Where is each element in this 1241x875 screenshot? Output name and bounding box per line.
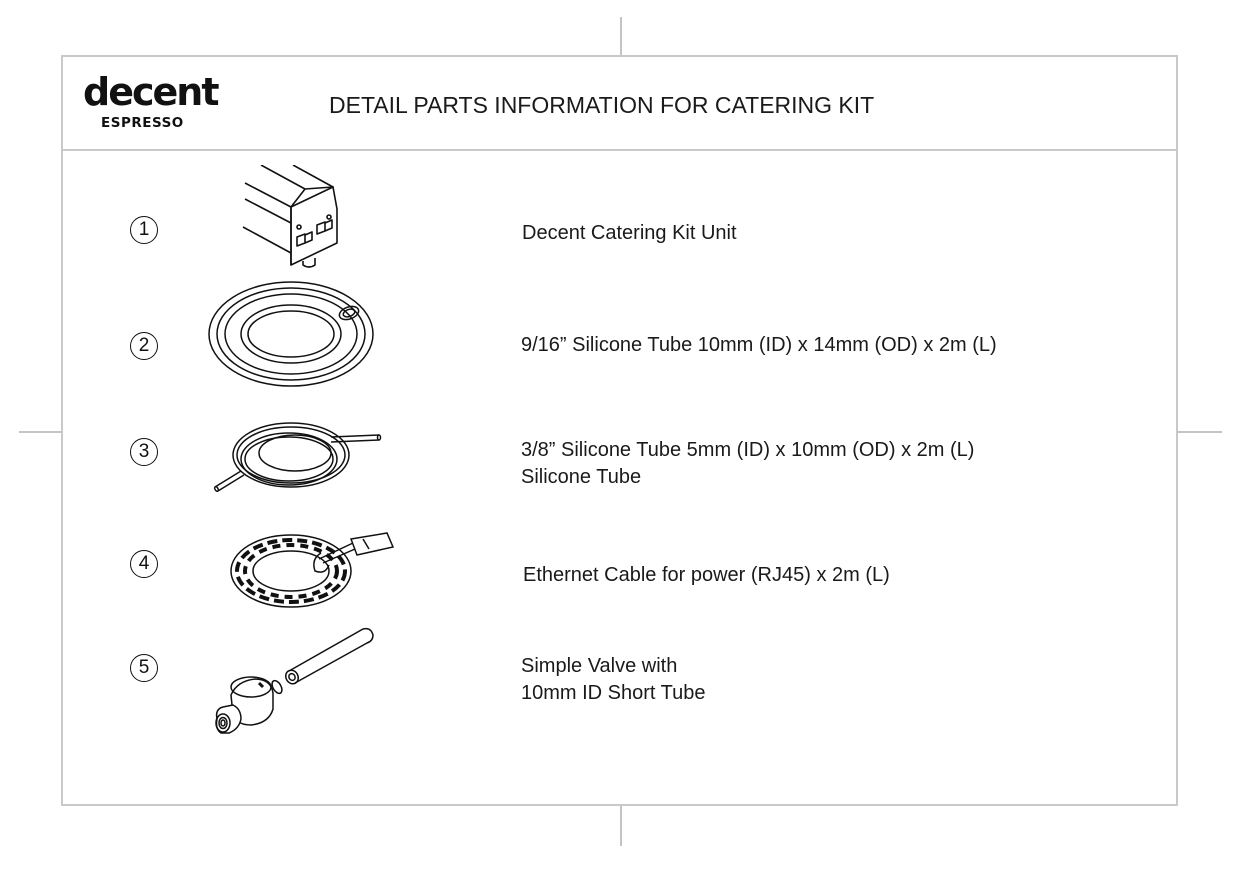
part-description-line: Simple Valve with bbox=[521, 655, 678, 677]
part-description: 3/8” Silicone Tube 5mm (ID) x 10mm (OD) … bbox=[521, 437, 974, 491]
part-description: Simple Valve with 10mm ID Short Tube bbox=[521, 653, 706, 707]
brand-logo: decent ESPRESSO bbox=[83, 73, 219, 137]
brand-subtitle: ESPRESSO bbox=[101, 115, 184, 131]
crop-mark-bottom bbox=[620, 806, 622, 846]
large-silicone-tube-coil-icon bbox=[208, 281, 374, 387]
ethernet-cable-icon bbox=[230, 532, 395, 608]
page-title: DETAIL PARTS INFORMATION FOR CATERING KI… bbox=[329, 92, 875, 118]
part-description: Ethernet Cable for power (RJ45) x 2m (L) bbox=[523, 562, 890, 589]
part-number-badge: 2 bbox=[130, 332, 158, 360]
simple-valve-icon bbox=[215, 627, 374, 734]
part-description-line: Decent Catering Kit Unit bbox=[522, 222, 737, 244]
part-description: Decent Catering Kit Unit bbox=[522, 220, 737, 247]
part-description-line: Ethernet Cable for power (RJ45) x 2m (L) bbox=[523, 564, 890, 586]
crop-mark-left bbox=[19, 431, 61, 433]
crop-mark-right bbox=[1178, 431, 1222, 433]
crop-mark-top bbox=[620, 17, 622, 55]
part-number-badge: 4 bbox=[130, 550, 158, 578]
parts-sheet: decent ESPRESSO DETAIL PARTS INFORMATION… bbox=[61, 55, 1178, 806]
catering-kit-unit-icon bbox=[242, 165, 338, 268]
part-number-badge: 3 bbox=[130, 438, 158, 466]
part-description: 9/16” Silicone Tube 10mm (ID) x 14mm (OD… bbox=[521, 332, 997, 359]
part-number-badge: 1 bbox=[130, 216, 158, 244]
part-description-line: 3/8” Silicone Tube 5mm (ID) x 10mm (OD) … bbox=[521, 439, 975, 461]
part-description-line: Silicone Tube bbox=[521, 466, 642, 488]
part-number-badge: 5 bbox=[130, 654, 158, 682]
small-silicone-tube-coil-icon bbox=[213, 422, 382, 493]
part-description-line: 9/16” Silicone Tube 10mm (ID) x 14mm (OD… bbox=[521, 334, 997, 356]
part-description-line: 10mm ID Short Tube bbox=[521, 682, 706, 704]
header-divider bbox=[63, 149, 1176, 151]
brand-wordmark: decent bbox=[83, 70, 219, 114]
